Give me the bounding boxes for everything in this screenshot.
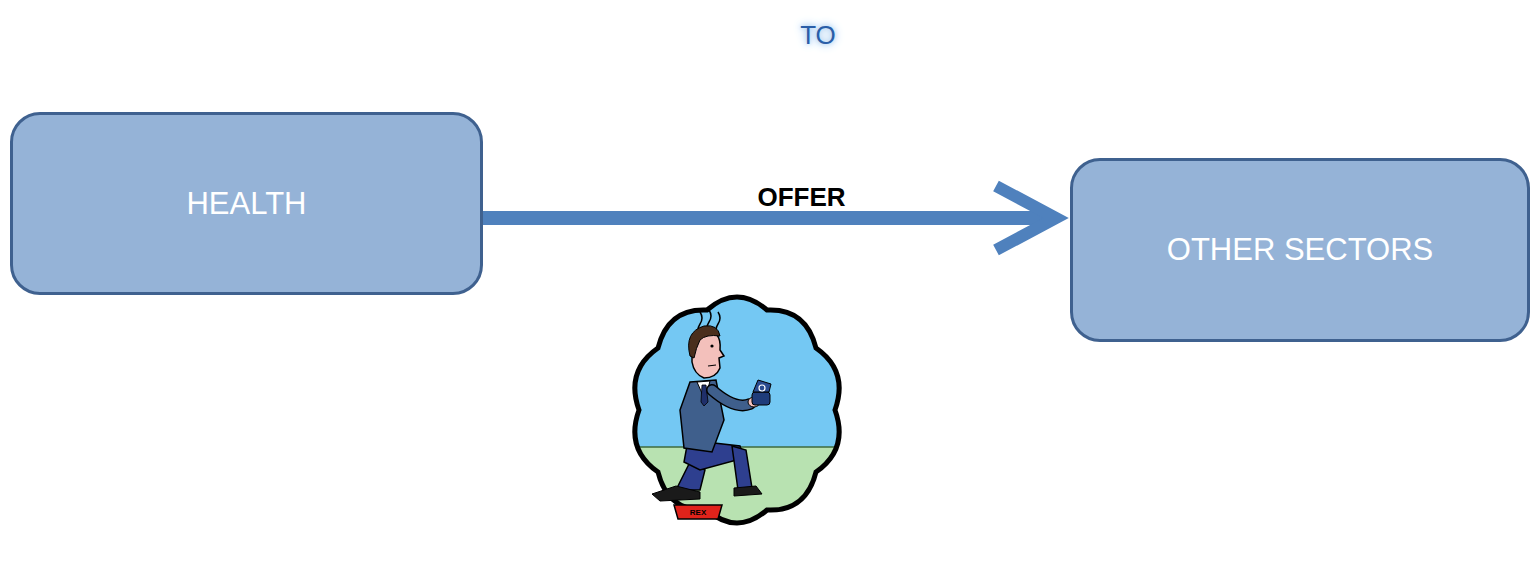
eye bbox=[710, 344, 713, 347]
hair bbox=[689, 326, 720, 358]
arrow-head bbox=[996, 186, 1056, 250]
box-text: OTHER SECTORS bbox=[1167, 231, 1433, 268]
arrow-label: OFFER bbox=[757, 182, 845, 213]
arrow-shaft bbox=[483, 211, 1046, 225]
cloud-outline bbox=[635, 297, 839, 523]
back-shoe bbox=[652, 486, 700, 501]
sector-box: HEALTH bbox=[10, 112, 483, 295]
mouth bbox=[708, 365, 716, 366]
ring bbox=[759, 385, 765, 391]
sector-box: OTHER SECTORS bbox=[1070, 158, 1530, 342]
front-shoe bbox=[734, 486, 762, 496]
arm bbox=[712, 390, 750, 405]
ground-fill bbox=[600, 447, 880, 547]
dog-bowl bbox=[674, 505, 722, 519]
bowl-name: REX bbox=[690, 508, 706, 517]
ring-box-lid bbox=[753, 380, 771, 392]
ring-box bbox=[752, 392, 770, 405]
box-text: HEALTH bbox=[186, 185, 306, 222]
heading-word: TO bbox=[800, 20, 836, 51]
front-shin bbox=[732, 446, 752, 490]
arm-outline bbox=[712, 390, 750, 405]
